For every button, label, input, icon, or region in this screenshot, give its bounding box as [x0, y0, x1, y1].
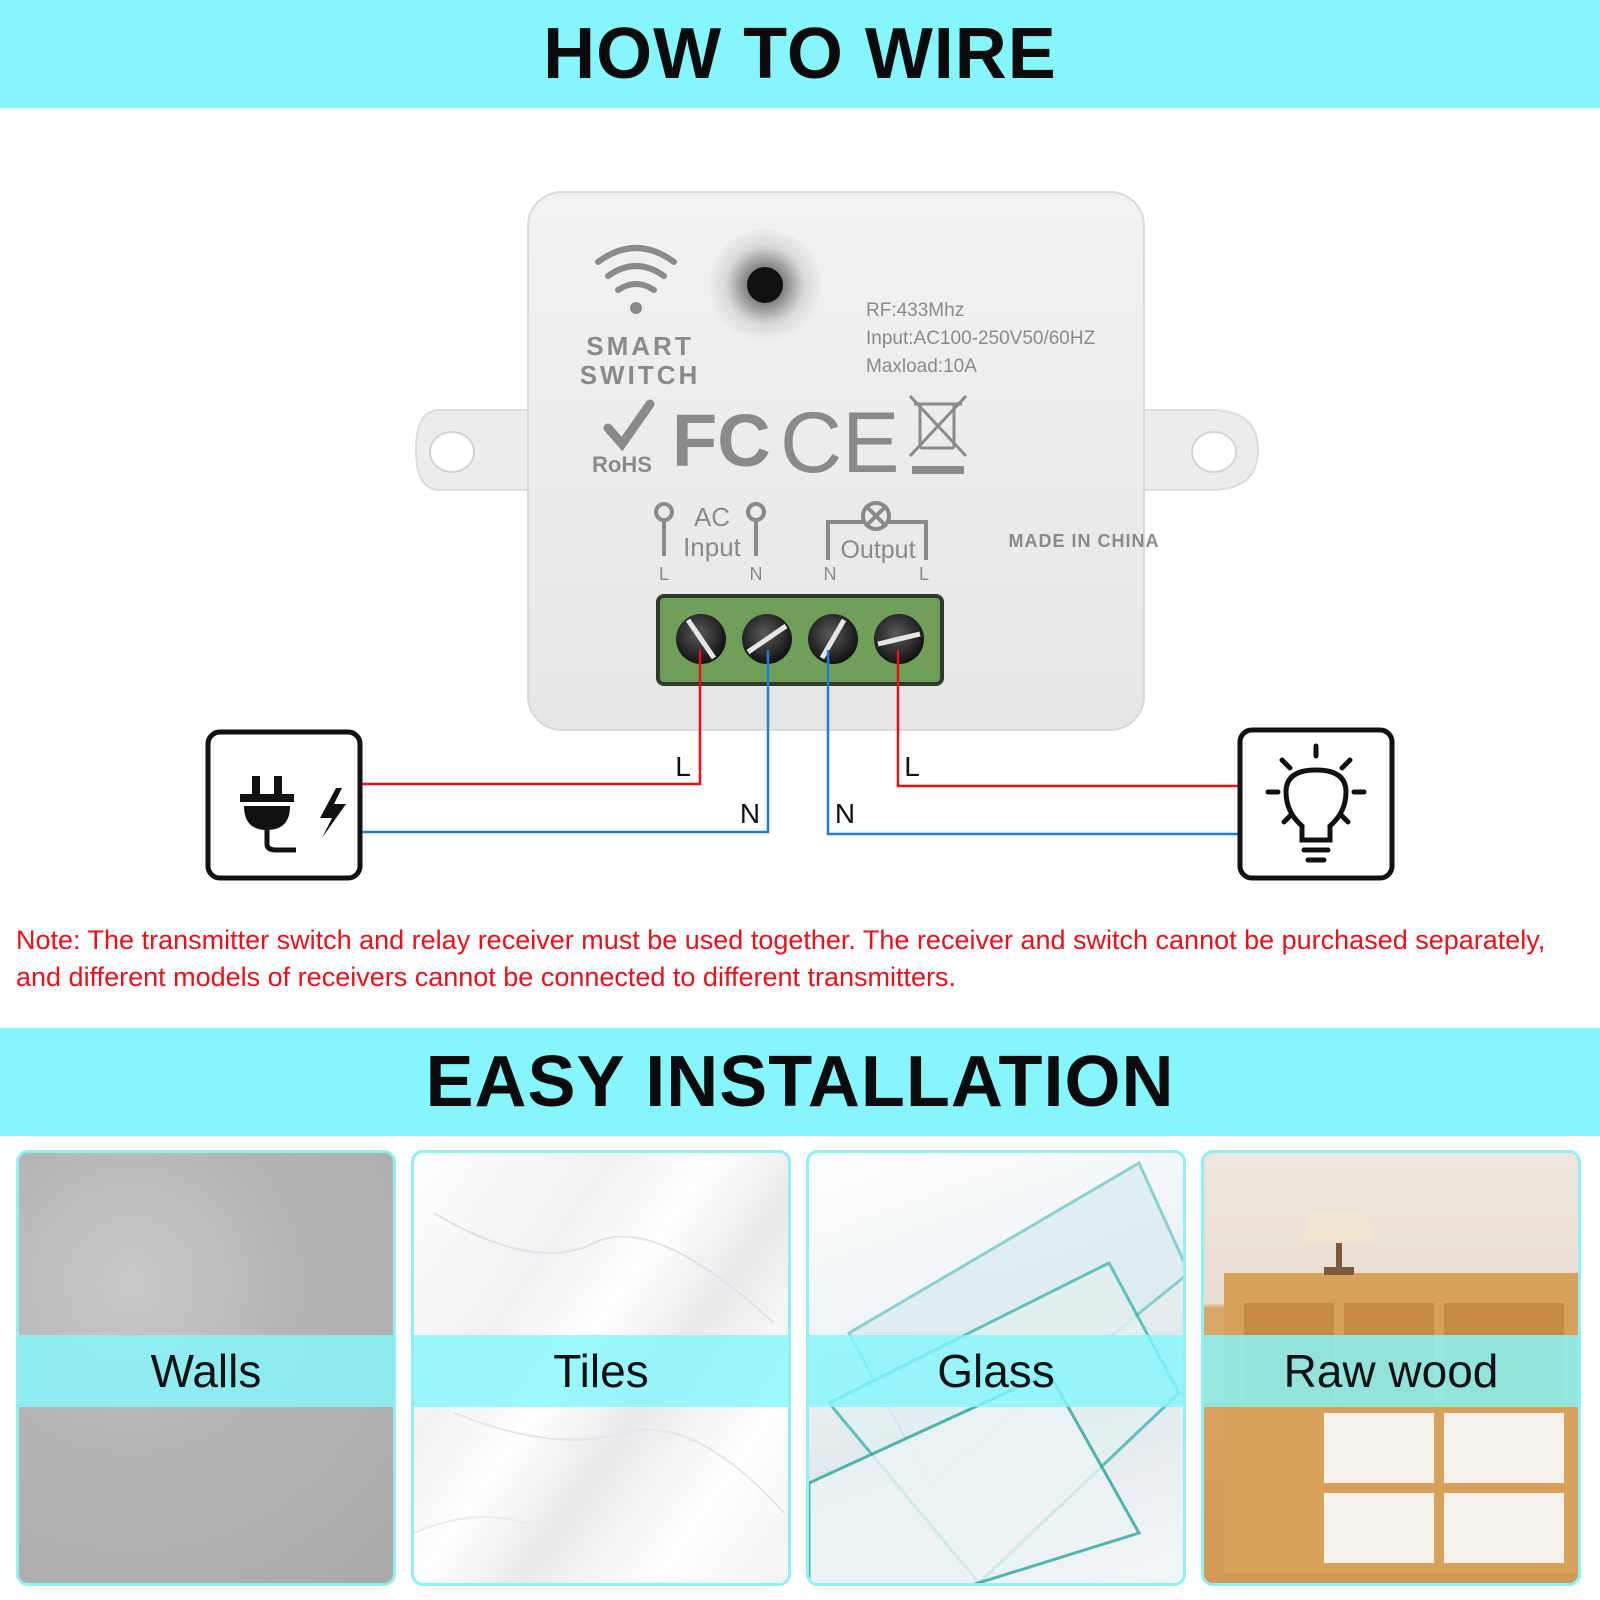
surface-label-wood: Raw wood — [1283, 1345, 1499, 1397]
wire-label-left-live: L — [675, 751, 691, 782]
lightning-icon — [320, 788, 346, 838]
wire-label-right-live: L — [904, 751, 920, 782]
spec-input: Input:AC100-250V50/60HZ — [866, 328, 1096, 349]
ac-input-symbol — [654, 502, 766, 556]
surface-band: Raw wood — [1204, 1335, 1578, 1407]
surface-band: Tiles — [414, 1335, 788, 1407]
terminal-label-2: N — [750, 564, 763, 584]
easy-installation-heading: EASY INSTALLATION — [425, 1042, 1175, 1122]
wire-output-live — [896, 650, 1240, 788]
how-to-wire-banner: HOW TO WIRE — [0, 0, 1600, 108]
fcc-mark: FC — [672, 399, 771, 482]
terminal-screw-4 — [874, 614, 924, 664]
surface-band: Glass — [809, 1335, 1183, 1407]
spec-maxload: Maxload:10A — [866, 356, 977, 377]
origin-label: MADE IN CHINA — [1009, 531, 1160, 551]
wire-input-neutral — [362, 650, 770, 834]
terminal-screw-2 — [742, 614, 792, 664]
surface-tile-glass: Glass — [806, 1150, 1186, 1586]
marble-texture — [414, 1212, 785, 1554]
rohs-mark: RoHS — [592, 452, 652, 477]
rohs-check-icon — [603, 399, 655, 452]
terminal-block — [656, 594, 944, 686]
terminal-label-1: L — [659, 564, 669, 584]
terminal-screw-3 — [808, 614, 858, 664]
wire-label-right-neutral: N — [835, 798, 855, 829]
output-lamp-symbol — [826, 501, 928, 560]
surface-label-glass: Glass — [937, 1345, 1055, 1397]
brand-line2: SWITCH — [580, 360, 701, 390]
surface-label-walls: Walls — [150, 1345, 262, 1397]
ac-input-line1: AC — [694, 502, 730, 532]
load-box — [1237, 727, 1395, 881]
wiring-diagram: SMART SWITCH RF:433Mhz Input:AC100-250V5… — [205, 191, 1395, 881]
plug-power-icon — [240, 776, 346, 853]
light-bulb-icon — [1265, 743, 1367, 863]
surface-label-tiles: Tiles — [553, 1345, 649, 1397]
compatibility-note: Note: The transmitter switch and relay r… — [16, 925, 1546, 992]
surface-tile-tiles: Tiles — [411, 1150, 791, 1586]
power-source-box — [205, 729, 363, 881]
wire-label-left-neutral: N — [740, 798, 760, 829]
ac-input-line2: Input — [683, 532, 742, 562]
surface-tile-wood: Raw wood — [1201, 1150, 1581, 1586]
terminal-screw-1 — [676, 614, 726, 664]
terminal-label-3: N — [824, 564, 837, 584]
how-to-wire-heading: HOW TO WIRE — [543, 14, 1057, 94]
surface-tile-walls: Walls — [16, 1150, 396, 1586]
wifi-icon — [595, 245, 677, 314]
ce-mark: CE — [780, 395, 899, 491]
weee-bin-icon — [908, 394, 968, 474]
spec-rf: RF:433Mhz — [866, 300, 964, 321]
wire-input-live — [362, 650, 702, 786]
brand-line1: SMART — [586, 331, 693, 361]
wire-output-neutral — [826, 650, 1240, 836]
mounting-tab-left — [414, 409, 541, 491]
terminal-label-4: L — [919, 564, 929, 584]
easy-installation-banner: EASY INSTALLATION — [0, 1028, 1600, 1136]
pair-button-center — [747, 267, 783, 303]
output-label: Output — [840, 536, 915, 564]
surface-band: Walls — [19, 1335, 393, 1407]
